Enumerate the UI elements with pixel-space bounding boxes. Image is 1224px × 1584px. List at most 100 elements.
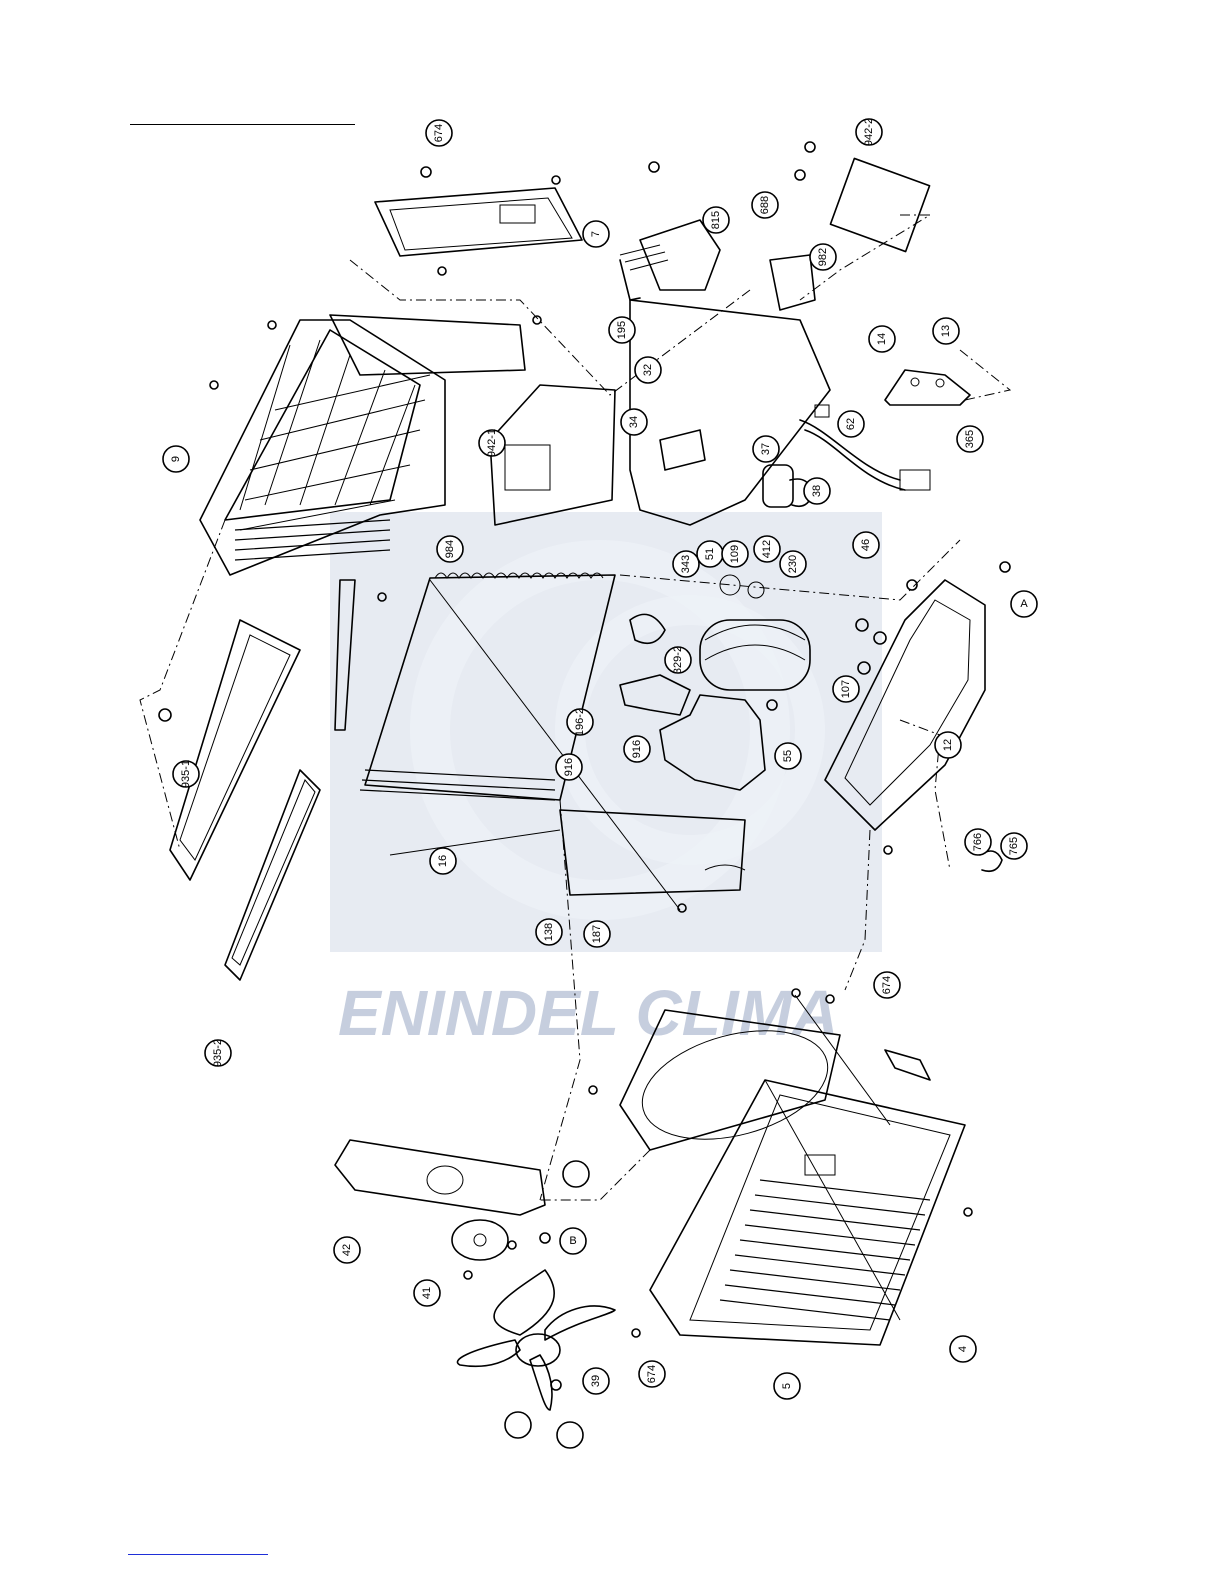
callout-label: 935-2 xyxy=(212,1039,224,1067)
callout-32: 32 xyxy=(635,357,661,383)
callout-label: 34 xyxy=(628,416,640,428)
callout-935-2: 935-2 xyxy=(205,1039,231,1067)
callout-4: 4 xyxy=(950,1336,976,1362)
callout-187: 187 xyxy=(584,921,610,947)
callout-41: 41 xyxy=(414,1280,440,1306)
callout-label: 195 xyxy=(616,321,628,339)
callout-label: 982 xyxy=(817,248,829,266)
callout-label: 329-2 xyxy=(672,646,684,674)
part-wiring-harness xyxy=(800,405,930,490)
callout-label: 674 xyxy=(433,124,445,142)
callout-label: 688 xyxy=(759,196,771,214)
callout-label: 37 xyxy=(760,443,772,455)
callout-7: 7 xyxy=(583,221,609,247)
callout-916-a: 916 xyxy=(624,736,650,762)
callout-984: 984 xyxy=(437,536,463,562)
callout-329-2: 329-2 xyxy=(665,646,691,674)
callout-label: 12 xyxy=(942,739,954,751)
callout-label: 916 xyxy=(631,740,643,758)
callout-label: 14 xyxy=(876,333,888,345)
callout-62: 62 xyxy=(838,411,864,437)
callout-label: 674 xyxy=(646,1365,658,1383)
callout-label: 7 xyxy=(590,231,602,237)
callout-138: 138 xyxy=(536,919,562,945)
callout-942-1: 942-1 xyxy=(479,429,505,457)
callout-label: 55 xyxy=(782,750,794,762)
callout-circle xyxy=(557,1422,583,1448)
callout-label: 916 xyxy=(563,758,575,776)
callout-circle xyxy=(563,1161,589,1187)
callout-38: 38 xyxy=(804,478,830,504)
watermark-text: ENINDEL CLIMA xyxy=(338,977,838,1049)
callout-label: 365 xyxy=(964,430,976,448)
callout-label: 5 xyxy=(781,1383,793,1389)
callout-109: 109 xyxy=(722,541,748,567)
callout-5: 5 xyxy=(774,1373,800,1399)
callout-blank-1 xyxy=(563,1161,589,1187)
callout-label: 13 xyxy=(940,325,952,337)
callout-B: B xyxy=(560,1228,586,1254)
callout-982: 982 xyxy=(810,244,836,270)
callout-674-b: 674 xyxy=(874,972,900,998)
callout-674-a: 674 xyxy=(426,120,452,146)
callout-label: 32 xyxy=(642,364,654,376)
callout-765: 765 xyxy=(1001,833,1027,859)
callout-label: 107 xyxy=(840,680,852,698)
callout-9: 9 xyxy=(163,446,189,472)
callout-766: 766 xyxy=(965,829,991,855)
callout-label: 41 xyxy=(421,1287,433,1299)
callout-46: 46 xyxy=(853,532,879,558)
callout-412: 412 xyxy=(754,536,780,562)
callout-51: 51 xyxy=(697,541,723,567)
callout-label: 38 xyxy=(811,485,823,497)
callout-label: 815 xyxy=(710,211,722,229)
callout-circle xyxy=(505,1412,531,1438)
watermark: ENINDEL CLIMA xyxy=(330,512,882,1049)
callout-label: 984 xyxy=(444,540,456,558)
callout-935-1: 935-1 xyxy=(173,760,199,788)
part-motor-bracket xyxy=(335,1140,545,1215)
callout-label: 16 xyxy=(437,855,449,867)
callout-blank-3 xyxy=(557,1422,583,1448)
callout-37: 37 xyxy=(753,436,779,462)
callout-688: 688 xyxy=(752,192,778,218)
callout-blank-2 xyxy=(505,1412,531,1438)
callout-55: 55 xyxy=(775,743,801,769)
callout-815: 815 xyxy=(703,207,729,233)
callout-A-1: A xyxy=(1011,591,1037,617)
part-top-cover xyxy=(375,188,582,256)
callout-16: 16 xyxy=(430,848,456,874)
part-front-grille xyxy=(650,1080,965,1345)
callout-label: 9 xyxy=(170,456,182,462)
callout-39: 39 xyxy=(583,1368,609,1394)
callout-942-2: 942-2 xyxy=(856,118,882,146)
part-fan-motor xyxy=(452,1220,508,1260)
callout-label: 4 xyxy=(957,1346,969,1352)
callout-label: 765 xyxy=(1008,837,1020,855)
callout-label: 230 xyxy=(787,555,799,573)
callout-365: 365 xyxy=(957,426,983,452)
callout-label: 138 xyxy=(543,923,555,941)
callout-label: 42 xyxy=(341,1244,353,1256)
callout-label: 39 xyxy=(590,1375,602,1387)
callout-195: 195 xyxy=(609,317,635,343)
callout-107: 107 xyxy=(833,676,859,702)
callout-label: 109 xyxy=(729,545,741,563)
callout-label: 942-1 xyxy=(486,429,498,457)
callout-14: 14 xyxy=(869,326,895,352)
callout-label: 674 xyxy=(881,976,893,994)
callout-34: 34 xyxy=(621,409,647,435)
callout-label: 51 xyxy=(704,548,716,560)
callout-label: A xyxy=(1020,598,1028,610)
callout-label: B xyxy=(569,1235,576,1247)
callout-label: 942-2 xyxy=(863,118,875,146)
callout-13: 13 xyxy=(933,318,959,344)
part-side-bracket-2 xyxy=(225,770,320,980)
callout-674-c: 674 xyxy=(639,1361,665,1387)
callout-label: 187 xyxy=(591,925,603,943)
callout-42: 42 xyxy=(334,1237,360,1263)
callout-label: 46 xyxy=(860,539,872,551)
callout-12: 12 xyxy=(935,732,961,758)
